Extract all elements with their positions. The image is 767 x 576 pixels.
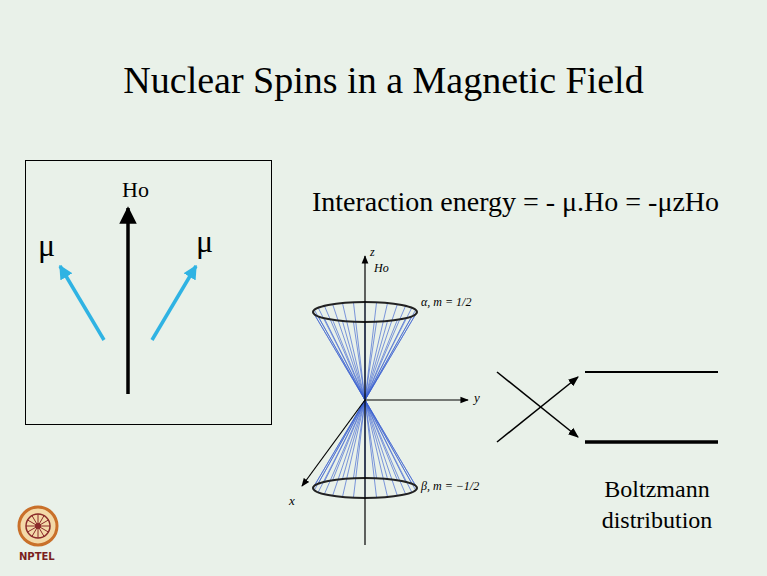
slide-title: Nuclear Spins in a Magnetic Field <box>0 58 767 102</box>
field-arrow <box>126 208 130 394</box>
cone-line <box>333 304 365 400</box>
cone-line <box>365 400 397 480</box>
level-arrow <box>497 377 578 442</box>
moment-label: μ <box>196 223 213 260</box>
cone-line <box>365 400 388 479</box>
cone-line <box>342 400 365 479</box>
energy-level <box>585 440 718 444</box>
nptel-logo <box>19 507 57 545</box>
cone-line <box>314 310 365 400</box>
cone-line <box>365 302 377 400</box>
moment-arrow <box>60 266 104 340</box>
cone-line <box>365 400 416 486</box>
moment-label: μ <box>38 227 55 264</box>
energy-equation: Interaction energy = - μ.Ho = -μzHo <box>312 186 719 218</box>
cone-line <box>314 400 365 490</box>
y-axis <box>365 399 468 400</box>
cone-line <box>365 304 397 400</box>
cone-line <box>365 400 388 497</box>
cone-line <box>342 303 365 400</box>
axis-label: x <box>289 494 295 509</box>
cone-line <box>353 400 365 478</box>
field-label: Ho <box>122 177 149 203</box>
state-label: α, m = 1/2 <box>421 296 471 310</box>
cone-line <box>342 321 365 400</box>
cone-line <box>365 400 417 488</box>
axis-label: z <box>370 246 375 260</box>
field-box: μ Ho μ <box>25 160 272 425</box>
cone-line <box>365 321 388 400</box>
axis-label: y <box>474 391 480 406</box>
cone-line <box>353 302 365 400</box>
cone-line <box>365 310 416 400</box>
cone-line <box>318 400 365 484</box>
cone-line <box>365 303 388 400</box>
level-caption: Boltzmann distribution <box>577 474 737 536</box>
x-axis <box>302 400 365 486</box>
cone-line <box>365 400 416 490</box>
cone-line <box>365 400 397 496</box>
cone-line <box>333 400 365 480</box>
level-arrow <box>497 372 578 437</box>
cone-line <box>333 400 365 496</box>
cone-line <box>313 400 365 488</box>
field-label: Ho <box>374 262 389 276</box>
cone-line <box>365 400 406 482</box>
moment-arrow <box>152 266 196 340</box>
state-label: β, m = −1/2 <box>421 480 479 494</box>
cone-line <box>314 400 365 486</box>
cone-line <box>324 400 365 482</box>
logo-text: NPTEL <box>19 551 55 563</box>
energy-level <box>585 371 718 373</box>
